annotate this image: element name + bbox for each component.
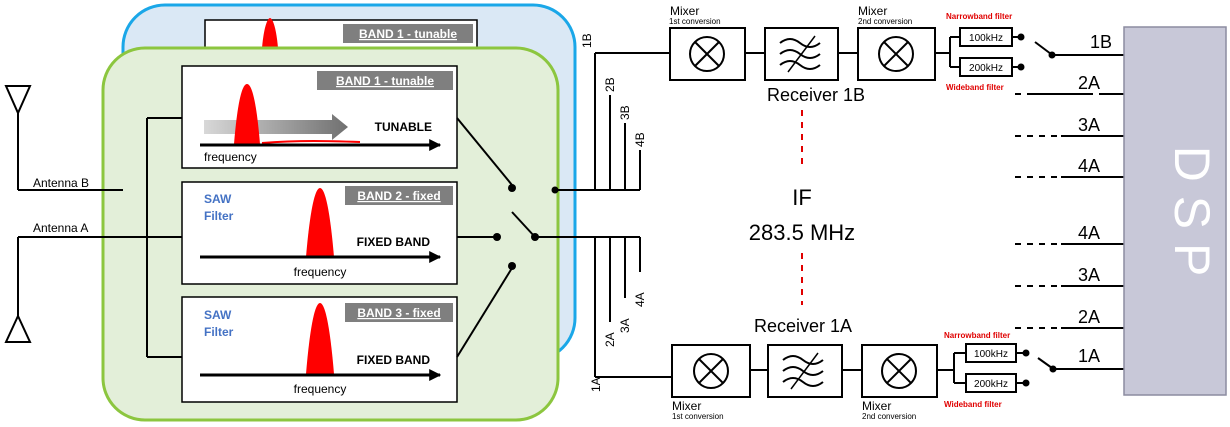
lower-output-2: 2A <box>603 332 617 347</box>
lower-output-1: 1A <box>589 377 603 392</box>
band-1-peak <box>234 84 260 144</box>
dsp-in-upper-4: 4A <box>1078 156 1100 176</box>
dsp-in-lower-3: 2A <box>1078 307 1100 327</box>
dsp-in-lower-4: 1A <box>1078 346 1100 366</box>
band-2-freq-label: frequency <box>294 265 347 279</box>
band-3-saw-label: SAW <box>204 308 232 322</box>
receiver-1b-narrow-value: 100kHz <box>969 33 1003 44</box>
back-peak <box>262 18 278 48</box>
band-2-title-bar <box>345 186 453 205</box>
antenna-a-label: Antenna A <box>33 221 88 235</box>
receiver-1a-title: Receiver 1A <box>754 316 852 336</box>
band-3-freq-label: frequency <box>294 382 347 396</box>
receiver-1b-mixer-2-sub: 2nd conversion <box>858 17 912 26</box>
band-2-card: BAND 2 - fixed SAW Filter FIXED BAND fre… <box>181 181 458 285</box>
upper-output-3: 3B <box>618 105 632 120</box>
receiver-1a-wide-value: 200kHz <box>974 379 1008 390</box>
if-label: IF <box>792 185 812 210</box>
receiver-1a-narrow-value: 100kHz <box>974 349 1008 360</box>
receiver-1a-chain <box>671 343 1124 398</box>
tunable-label: TUNABLE <box>375 120 432 134</box>
band-3-title-bar <box>345 303 453 322</box>
band-1-title-bar <box>317 71 453 90</box>
receiver-1b-wide-value: 200kHz <box>969 63 1003 74</box>
receiver-1a-if-filter <box>767 344 843 398</box>
receiver-1b-chain <box>669 27 1124 81</box>
upper-output-bus <box>551 52 670 194</box>
band-1-title: BAND 1 - tunable <box>336 74 434 88</box>
dsp-in-upper-1: 1B <box>1090 32 1112 52</box>
receiver-1b-mixer-2-label: Mixer <box>858 4 887 18</box>
band-2-filter-label: Filter <box>204 209 234 223</box>
receiver-1b-mixer-1-sub: 1st conversion <box>669 17 721 26</box>
band-2-saw-label: SAW <box>204 192 232 206</box>
dsp-input-lines <box>1015 93 1124 329</box>
receiver-1a-mixer-1-sub: 1st conversion <box>672 412 724 421</box>
band-1-freq-label: frequency <box>204 150 257 164</box>
band-3-peak <box>306 303 334 374</box>
receiver-1a-wide-label: Wideband filter <box>944 400 1002 409</box>
receiver-1b-mixer-1-label: Mixer <box>670 4 699 18</box>
receiver-1a-narrow-label: Narrowband filter <box>944 331 1010 340</box>
band-2-fixed-label: FIXED BAND <box>357 235 431 249</box>
lower-output-3: 3A <box>618 318 632 333</box>
dsp-in-lower-2: 3A <box>1078 265 1100 285</box>
band-3-card: BAND 3 - fixed SAW Filter FIXED BAND fre… <box>181 296 458 403</box>
receiver-1b-if-filter <box>764 27 839 81</box>
band-2-title: BAND 2 - fixed <box>357 189 440 203</box>
receiver-1b-title: Receiver 1B <box>767 85 865 105</box>
antenna-a-symbol <box>4 236 182 343</box>
receiver-1b-wide-label: Wideband filter <box>946 83 1004 92</box>
dsp-in-lower-1: 4A <box>1078 223 1100 243</box>
dsp-block <box>1123 26 1227 396</box>
band-3-fixed-label: FIXED BAND <box>357 353 431 367</box>
upper-output-4: 4B <box>633 132 647 147</box>
receiver-1a-mixer-2-label: Mixer <box>862 399 891 413</box>
band-1-card: BAND 1 - tunable TUNABLE frequency <box>181 65 458 169</box>
antenna-b-symbol <box>4 85 123 191</box>
dsp-label: D S P <box>1164 146 1220 277</box>
band-3-filter-label: Filter <box>204 325 234 339</box>
receiver-1a-mixer-1-label: Mixer <box>672 399 701 413</box>
lower-output-4: 4A <box>633 292 647 307</box>
band-3-title: BAND 3 - fixed <box>357 306 440 320</box>
back-band-title-bar <box>343 24 473 43</box>
if-frequency: 283.5 MHz <box>749 220 855 245</box>
receiver-1a-mixer-2-sub: 2nd conversion <box>862 412 916 421</box>
lower-output-bus <box>535 236 672 378</box>
receiver-1b-narrow-label: Narrowband filter <box>946 12 1012 21</box>
antenna-b-label: Antenna B <box>33 176 89 190</box>
back-band-title: BAND 1 - tunable <box>359 27 457 41</box>
band-2-peak <box>306 188 334 257</box>
upper-output-1: 1B <box>580 33 594 48</box>
band-1-noise <box>261 140 361 144</box>
dsp-in-upper-2: 2A <box>1078 73 1100 93</box>
dsp-in-upper-3: 3A <box>1078 115 1100 135</box>
band-selector-switch <box>456 117 539 358</box>
upper-output-2: 2B <box>603 77 617 92</box>
